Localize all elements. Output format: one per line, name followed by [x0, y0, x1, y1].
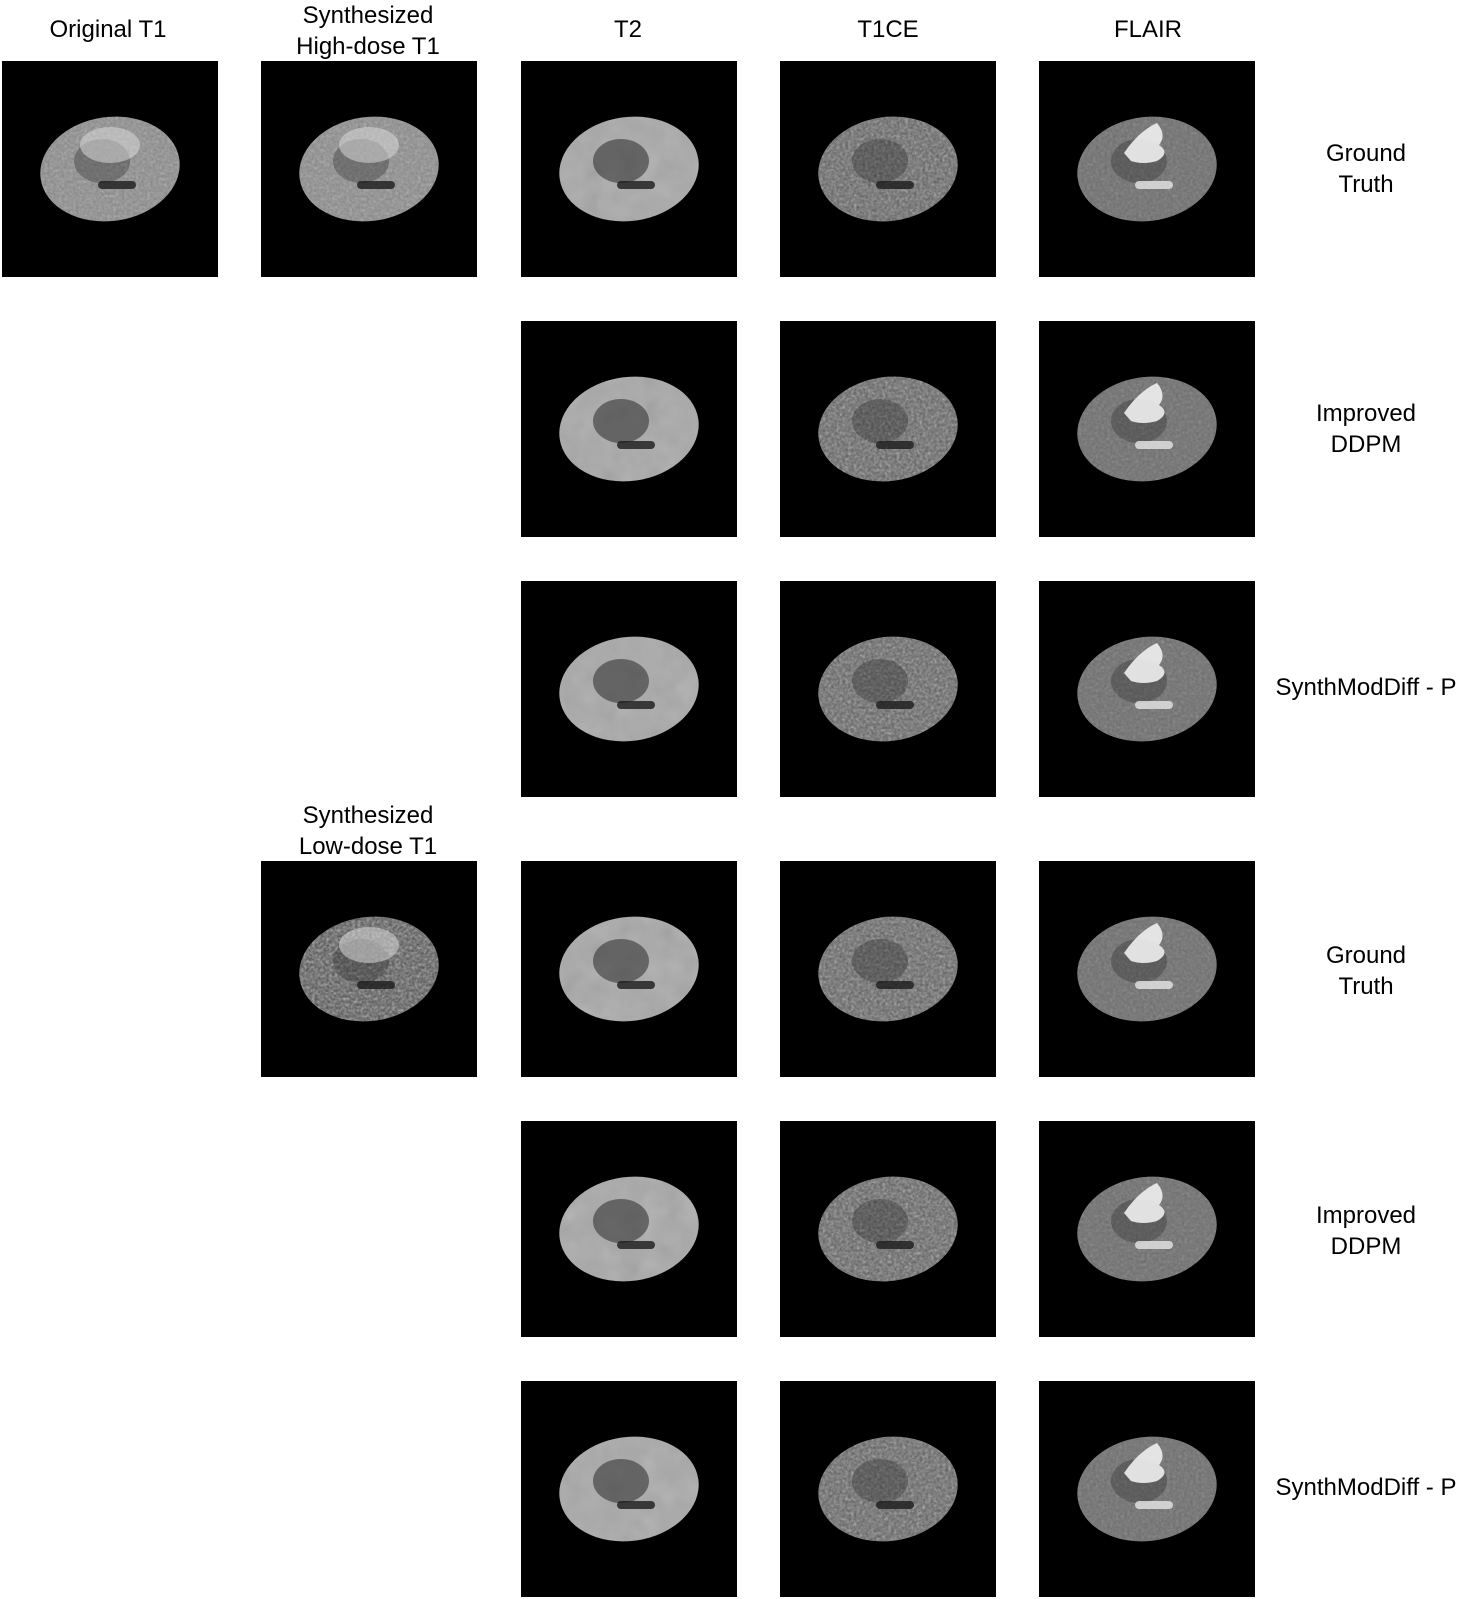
- col-header-flair: FLAIR: [1113, 16, 1182, 43]
- image-low-synthmod-flair: [1039, 1381, 1255, 1597]
- row-label-4-line2: Truth: [1338, 973, 1394, 1000]
- image-gt-t2: [521, 61, 737, 277]
- image-low-gt-flair: [1039, 861, 1255, 1077]
- col-header-t1ce: T1CE: [857, 16, 919, 43]
- brain-slice-graphic: [292, 907, 446, 1031]
- brain-slice-graphic: [552, 907, 706, 1031]
- brain-slice-graphic: [552, 1167, 706, 1291]
- row-label-3: SynthModDiff - P: [1256, 672, 1465, 703]
- image-ddpm-t1ce: [780, 321, 996, 537]
- synth-low-header-line1: Synthesized: [302, 802, 434, 829]
- brain-slice-graphic: [811, 907, 965, 1031]
- image-low-gt-t1ce: [780, 861, 996, 1077]
- image-synthmod-flair: [1039, 581, 1255, 797]
- image-low-synthmod-t1ce: [780, 1381, 996, 1597]
- row-label-6: SynthModDiff - P: [1256, 1472, 1465, 1503]
- col-header-synth-high-line1: Synthesized: [302, 2, 434, 29]
- image-low-gt-t2: [521, 861, 737, 1077]
- brain-slice-graphic: [552, 1427, 706, 1551]
- synth-low-header: Synthesized Low-dose T1: [248, 800, 488, 862]
- row-label-1: Ground Truth: [1256, 138, 1465, 200]
- row-label-4-line1: Ground: [1325, 942, 1407, 969]
- brain-slice-graphic: [811, 1167, 965, 1291]
- col-header-synth-high: Synthesized High-dose T1: [248, 0, 488, 62]
- image-synthmod-t1ce: [780, 581, 996, 797]
- brain-slice-graphic: [552, 367, 706, 491]
- image-synthmod-t2: [521, 581, 737, 797]
- image-synth-high-t1: [261, 61, 477, 277]
- image-ddpm-t2: [521, 321, 737, 537]
- row-label-3-line1: SynthModDiff - P: [1275, 674, 1457, 701]
- row-label-1-line1: Ground: [1325, 140, 1407, 167]
- col-header-t2: T2: [613, 16, 642, 43]
- synth-low-header-line2: Low-dose T1: [298, 833, 438, 860]
- brain-slice-graphic: [1070, 907, 1224, 1031]
- brain-slice-graphic: [811, 107, 965, 231]
- image-ddpm-flair: [1039, 321, 1255, 537]
- row-label-4: Ground Truth: [1256, 940, 1465, 1002]
- row-label-5: Improved DDPM: [1256, 1200, 1465, 1262]
- image-original-t1: [2, 61, 218, 277]
- image-gt-t1ce: [780, 61, 996, 277]
- brain-slice-graphic: [33, 107, 187, 231]
- image-gt-flair: [1039, 61, 1255, 277]
- brain-slice-graphic: [1070, 367, 1224, 491]
- row-label-5-line1: Improved: [1315, 1202, 1417, 1229]
- brain-slice-graphic: [811, 367, 965, 491]
- image-synth-low-t1: [261, 861, 477, 1077]
- image-low-synthmod-t2: [521, 1381, 737, 1597]
- brain-slice-graphic: [1070, 107, 1224, 231]
- row-label-6-line1: SynthModDiff - P: [1275, 1474, 1457, 1501]
- row-label-1-line2: Truth: [1338, 171, 1394, 198]
- brain-slice-graphic: [552, 627, 706, 751]
- image-low-ddpm-t2: [521, 1121, 737, 1337]
- row-label-2-line2: DDPM: [1330, 431, 1402, 458]
- brain-slice-graphic: [292, 107, 446, 231]
- col-header-original-t1: Original T1: [49, 16, 167, 43]
- col-header-synth-high-line2: High-dose T1: [296, 33, 440, 60]
- image-low-ddpm-t1ce: [780, 1121, 996, 1337]
- brain-slice-graphic: [1070, 627, 1224, 751]
- row-label-2: Improved DDPM: [1256, 398, 1465, 460]
- brain-slice-graphic: [811, 1427, 965, 1551]
- brain-slice-graphic: [1070, 1427, 1224, 1551]
- row-label-2-line1: Improved: [1315, 400, 1417, 427]
- brain-slice-graphic: [552, 107, 706, 231]
- brain-slice-graphic: [811, 627, 965, 751]
- image-low-ddpm-flair: [1039, 1121, 1255, 1337]
- row-label-5-line2: DDPM: [1330, 1233, 1402, 1260]
- brain-slice-graphic: [1070, 1167, 1224, 1291]
